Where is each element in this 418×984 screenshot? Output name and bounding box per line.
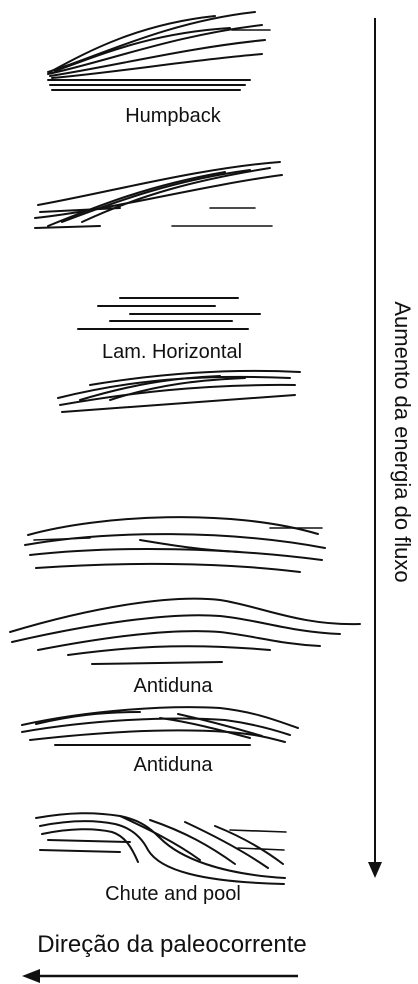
- bedform-low-antidune-drawing: [25, 517, 325, 572]
- bedform-chute-and-pool-label: Chute and pool: [105, 883, 241, 905]
- bedform-humpback-label: Humpback: [125, 105, 222, 127]
- bedform-humpback-drawing: [48, 12, 270, 90]
- bedform-antidune-drawing: [10, 599, 360, 664]
- energy-axis-label: Aumento da energia do fluxo: [390, 301, 415, 582]
- energy-increase-arrow: [368, 18, 382, 878]
- paleocurrent-arrow: [22, 969, 298, 983]
- bedform-antidune-label-1: Antiduna: [134, 675, 214, 697]
- bedform-antidune-label-2: Antiduna: [134, 754, 214, 776]
- bedform-transition-drawing: [35, 162, 282, 228]
- bedform-chute-and-pool-drawing: [36, 813, 286, 884]
- bedform-antidune-breaking-drawing: [22, 707, 298, 745]
- bedform-standing-wave-drawing: [58, 371, 300, 412]
- bedform-horizontal-lamination-drawing: [78, 298, 260, 329]
- paleocurrent-label: Direção da paleocorrente: [37, 931, 307, 958]
- bedform-horizontal-lamination-label: Lam. Horizontal: [102, 341, 242, 363]
